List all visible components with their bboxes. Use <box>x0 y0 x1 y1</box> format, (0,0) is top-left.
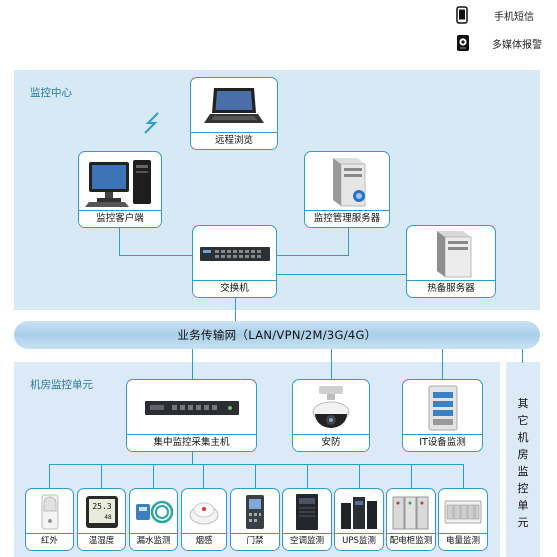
sensor-label: 红外 <box>26 533 73 550</box>
collector-host-device-icon <box>144 400 239 415</box>
connector <box>235 298 236 322</box>
machine-room-title: 机房监控单元 <box>30 379 93 391</box>
connector <box>359 464 360 488</box>
standby-server-node: 热备服务器 <box>406 225 496 298</box>
sensor-access-control: 门禁 <box>230 488 280 551</box>
sensor-distribution-cabinet: 配电柜监测 <box>386 488 436 551</box>
connector <box>331 349 332 379</box>
sensor-water-leak: 漏水监测 <box>129 488 178 551</box>
collector-host-node: 集中监控采集主机 <box>126 379 257 452</box>
server-tower-icon <box>437 230 472 277</box>
sensor-power-meter: 电量监测 <box>438 488 488 551</box>
sensor-aircon: 空调监测 <box>282 488 332 551</box>
sensor-ups: UPS监测 <box>334 488 384 551</box>
connector <box>203 464 204 488</box>
connector <box>192 349 193 379</box>
sensor-label: UPS监测 <box>335 533 383 550</box>
distribution-cabinet-icon <box>392 496 429 529</box>
humidity-readout: 48 <box>104 514 112 521</box>
connector <box>276 255 349 256</box>
connector <box>255 464 256 488</box>
wireless-link-icon <box>144 112 159 134</box>
connector <box>276 274 407 275</box>
connector <box>442 349 443 379</box>
storage-cabinet-icon <box>428 385 457 430</box>
smoke-detector-icon <box>189 502 219 524</box>
connector <box>411 464 412 488</box>
monitor-server-label: 监控管理服务器 <box>305 210 389 227</box>
monitor-client-label: 监控客户端 <box>79 210 161 227</box>
alarm-speaker-icon <box>457 35 469 51</box>
laptop-icon <box>204 87 264 123</box>
legend-alarm: 多媒体报警 <box>456 34 542 52</box>
connector <box>119 228 120 256</box>
other-rooms-label: 其 它 机 房 监 控 单 元 <box>517 397 529 529</box>
connector <box>49 464 463 465</box>
collector-host-label: 集中监控采集主机 <box>127 434 256 451</box>
connector <box>522 349 523 363</box>
thermo-hygrometer-icon: 25.3 48 <box>85 495 118 528</box>
sensor-label: 空调监测 <box>283 533 331 550</box>
connector <box>49 464 50 488</box>
sensor-label: 门禁 <box>231 533 279 550</box>
standby-server-label: 热备服务器 <box>407 280 495 297</box>
switch-label: 交换机 <box>193 280 276 297</box>
it-monitor-node: IT设备监测 <box>402 379 483 452</box>
connector <box>307 464 308 488</box>
legend-sms: 手机短信 <box>456 6 534 24</box>
connector <box>348 228 349 256</box>
sensor-label: 漏水监测 <box>130 533 177 550</box>
sensor-smoke: 烟感 <box>181 488 227 551</box>
monitoring-center-title: 监控中心 <box>30 87 72 99</box>
connector <box>192 452 193 464</box>
ups-cabinet-icon <box>341 496 377 529</box>
network-switch-icon <box>199 246 270 261</box>
desktop-computer-icon <box>85 159 151 207</box>
sensor-temp-humidity: 25.3 48 温湿度 <box>77 488 126 551</box>
remote-browse-label: 远程浏览 <box>191 132 277 149</box>
monitor-client-node: 监控客户端 <box>78 151 162 228</box>
security-label: 安防 <box>293 434 369 451</box>
sensor-label: 温湿度 <box>78 533 125 550</box>
dome-camera-icon <box>312 385 350 428</box>
transport-network-label: 业务传输网（LAN/VPN/2M/3G/4G） <box>177 328 377 342</box>
sensor-label: 配电柜监测 <box>387 533 435 550</box>
sensor-label: 烟感 <box>182 533 226 550</box>
other-rooms-zone <box>506 362 540 557</box>
precision-aircon-icon <box>296 493 318 530</box>
mobile-phone-icon <box>456 6 468 24</box>
legend-sms-label: 手机短信 <box>494 11 534 23</box>
security-node: 安防 <box>292 379 370 452</box>
remote-browse-node: 远程浏览 <box>190 77 278 150</box>
switch-node: 交换机 <box>192 225 277 298</box>
sensor-label: 电量监测 <box>439 533 487 550</box>
server-tower-icon <box>333 157 366 206</box>
power-meter-icon <box>444 500 482 523</box>
monitor-server-node: 监控管理服务器 <box>304 151 390 228</box>
access-control-panel-icon <box>246 494 264 529</box>
temperature-readout: 25.3 <box>92 502 111 511</box>
it-monitor-label: IT设备监测 <box>403 434 482 451</box>
infrared-sensor-icon <box>41 494 58 529</box>
connector <box>119 255 192 256</box>
water-leak-cable-icon <box>135 500 173 523</box>
legend-alarm-label: 多媒体报警 <box>492 39 542 51</box>
connector <box>101 464 102 488</box>
transport-network-bus: 业务传输网（LAN/VPN/2M/3G/4G） <box>14 321 540 349</box>
sensor-infrared: 红外 <box>25 488 74 551</box>
connector <box>153 464 154 488</box>
connector <box>463 464 464 488</box>
